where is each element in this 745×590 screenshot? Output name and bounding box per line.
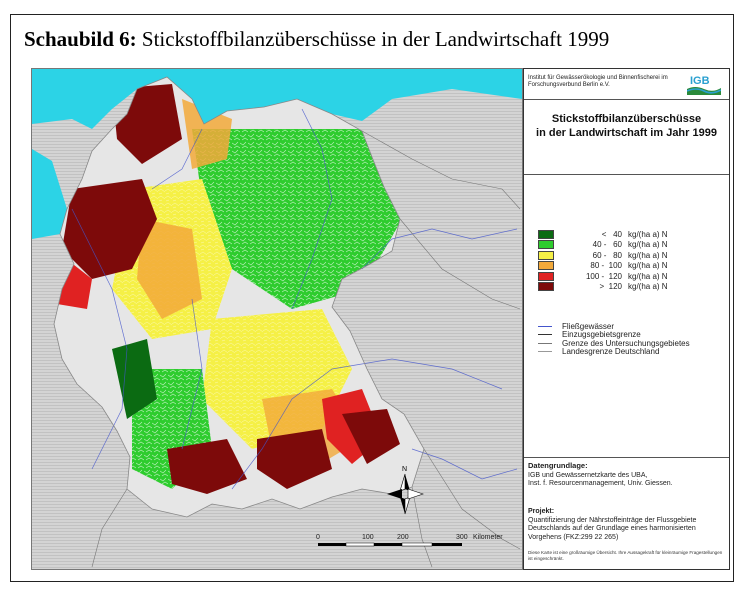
line-label: Einzugsgebietsgrenze xyxy=(562,330,641,340)
project-line2: Deutschlands auf der Grundlage eines har… xyxy=(528,525,696,532)
scale-tick-100: 100 xyxy=(362,534,374,541)
legend-panel: Institut für Gewässerökologie und Binnen… xyxy=(523,68,730,570)
north-label: N xyxy=(402,466,407,473)
scale-tick-200: 200 xyxy=(397,534,409,541)
scale-tick-300: 300 xyxy=(456,534,468,541)
panel-divider xyxy=(524,99,729,100)
legend-unit: kg/(ha a) N xyxy=(628,261,668,271)
panel-divider xyxy=(524,174,729,175)
legend-unit: kg/(ha a) N xyxy=(628,240,668,250)
data-basis-line2: Inst. f. Resourcenmanagement, Univ. Gies… xyxy=(528,480,673,487)
sea-area xyxy=(32,69,522,129)
legend-unit: kg/(ha a) N xyxy=(628,282,668,292)
legend-class-5: > 120 kg/(ha a) N xyxy=(538,282,668,293)
legend-range: 100 - 120 xyxy=(585,271,622,281)
legend-swatch xyxy=(538,282,554,292)
map-area: N 0 100 200 300 Kilometer xyxy=(31,68,523,570)
line-symbol xyxy=(538,334,552,336)
line-symbol xyxy=(538,342,552,344)
map-title-line2: in der Landwirtschaft im Jahr 1999 xyxy=(536,127,717,139)
data-basis-line1: IGB und Gewässernetzkarte des UBA, xyxy=(528,471,648,479)
legend-swatch xyxy=(538,240,554,250)
map-title-line1: Stickstoffbilanzüberschüsse xyxy=(551,113,702,125)
line-symbol xyxy=(538,351,552,353)
legend-class-4: 100 - 120 kg/(ha a) N xyxy=(538,271,668,282)
region-orange-north xyxy=(182,99,232,169)
region-darkred-allgaeu xyxy=(167,439,247,494)
scale-unit: Kilometer xyxy=(473,534,503,541)
line-label: Landesgrenze Deutschland xyxy=(562,347,660,357)
north-arrow-icon: N xyxy=(387,466,424,515)
figure-title-number: Schaubild 6: xyxy=(24,27,137,51)
figure-title: Schaubild 6: Stickstoffbilanzüberschüsse… xyxy=(24,27,609,52)
region-darkred-east xyxy=(342,409,400,464)
legend-range: 60 - 80 xyxy=(592,250,622,260)
data-basis-heading: Datengrundlage: xyxy=(528,461,588,470)
map-title: Stickstoffbilanzüberschüsse in der Landw… xyxy=(524,112,729,140)
legend-swatch xyxy=(538,261,554,271)
project-line3: Vorgehens (FKZ:299 22 265) xyxy=(528,533,619,541)
legend-range: < 40 xyxy=(601,229,622,239)
region-green-east xyxy=(192,129,402,309)
map-svg: N 0 100 200 300 Kilometer xyxy=(32,69,522,569)
line-symbol xyxy=(538,325,552,327)
legend-swatch xyxy=(538,250,554,260)
legend-unit: kg/(ha a) N xyxy=(628,250,668,260)
legend-class-0: < 40 kg/(ha a) N xyxy=(538,229,668,240)
scale-tick-0: 0 xyxy=(316,534,320,541)
region-darkgreen-rhine xyxy=(112,339,157,419)
project-heading: Projekt: xyxy=(528,508,555,515)
data-basis: Datengrundlage: IGB und Gewässernetzkart… xyxy=(528,461,728,489)
north-sea-coast xyxy=(32,149,67,239)
legend-line-0: Fließgewässer xyxy=(538,322,690,331)
project-line1: Quantifizierung der Nährstoffeinträge de… xyxy=(528,516,697,524)
legend-range: > 120 xyxy=(599,282,622,292)
line-label: Fließgewässer xyxy=(562,321,615,331)
region-orange-west xyxy=(137,219,202,319)
region-darkred-northwest xyxy=(62,179,157,279)
panel-divider xyxy=(524,457,729,458)
legend-unit: kg/(ha a) N xyxy=(628,271,668,281)
catchment-boundaries xyxy=(91,130,521,568)
scale-bar: 0 100 200 300 Kilometer xyxy=(316,534,503,547)
legend-swatch xyxy=(538,229,554,239)
disclaimer-note: Diese Karte ist eine großräumige Übersic… xyxy=(528,550,723,561)
legend-swatch xyxy=(538,271,554,281)
institute-name: Institut für Gewässerökologie und Binnen… xyxy=(528,75,668,88)
figure-title-text: Stickstoffbilanzüberschüsse in der Landw… xyxy=(141,27,610,51)
germany-border xyxy=(53,76,425,518)
line-label: Grenze des Untersuchungsgebietes xyxy=(562,338,690,348)
logo-text: IGB xyxy=(690,75,710,87)
legend-line-1: Einzugsgebietsgrenze xyxy=(538,330,690,340)
legend-class-3: 80 - 100 kg/(ha a) N xyxy=(538,261,668,272)
legend-range: 40 - 60 xyxy=(592,240,622,250)
project-info: Projekt: Quantifizierung der Nährstoffei… xyxy=(528,508,731,542)
legend-class-2: 60 - 80 kg/(ha a) N xyxy=(538,250,668,261)
river-network xyxy=(71,108,518,490)
legend-class-1: 40 - 60 kg/(ha a) N xyxy=(538,240,668,251)
igb-logo-icon: IGB xyxy=(687,75,721,95)
region-darkred-lower-bavaria xyxy=(257,429,332,489)
legend-unit: kg/(ha a) N xyxy=(628,229,668,239)
legend-range: 80 - 100 xyxy=(590,261,622,271)
legend-line-3: Landesgrenze Deutschland xyxy=(538,347,690,357)
legend-line-2: Grenze des Untersuchungsgebietes xyxy=(538,339,690,348)
